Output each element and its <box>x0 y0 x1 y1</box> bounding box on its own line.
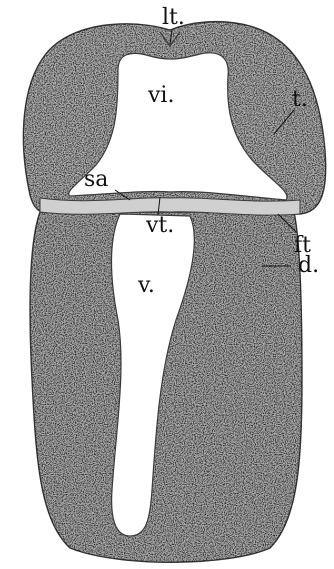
label-vt: vt. <box>145 213 174 238</box>
label-v: v. <box>137 273 155 298</box>
label-t: t. <box>292 87 308 112</box>
label-lt: lt. <box>162 5 185 30</box>
label-vi: vi. <box>147 83 174 108</box>
label-d: d. <box>298 253 319 278</box>
label-sa: sa <box>84 167 108 192</box>
